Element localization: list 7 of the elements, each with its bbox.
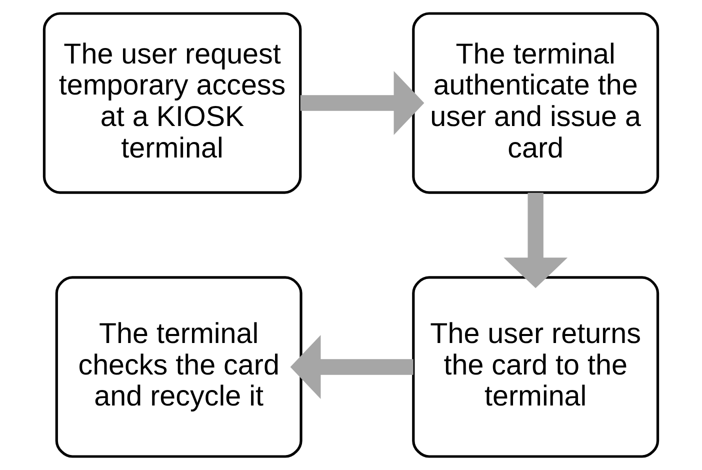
node-box: The terminal checks the card and recycle it [55,276,302,458]
arrow [504,192,568,288]
arrow [290,335,414,399]
node-box: The terminal authenticate the user and issue a card [412,12,660,194]
node-box: The user returns the card to the terminal [412,276,660,458]
node-box: The user request temporary access at a KIOSK terminal [42,12,302,194]
arrow [300,71,424,135]
